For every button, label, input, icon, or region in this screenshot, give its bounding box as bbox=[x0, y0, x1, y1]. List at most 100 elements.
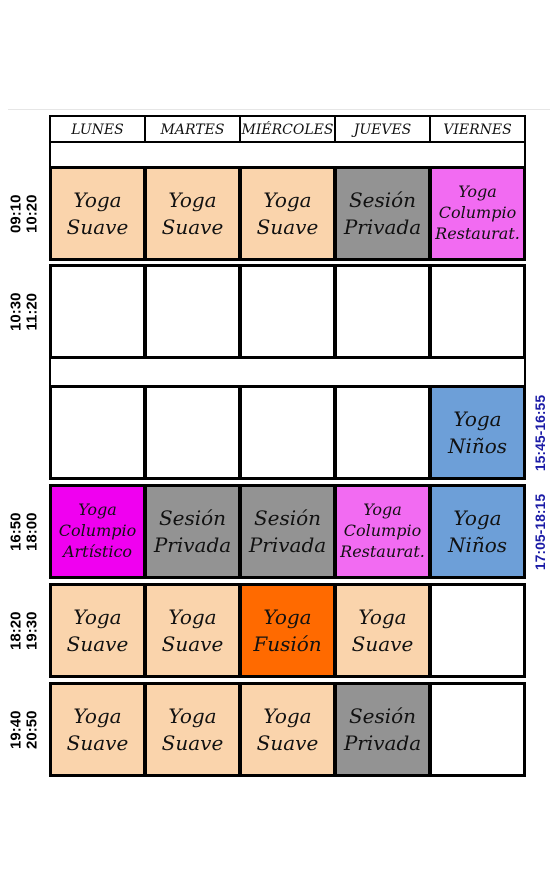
class-name-line: Yoga bbox=[168, 703, 217, 728]
class-name-line: Artístico bbox=[62, 541, 133, 561]
class-name-line: Sesión bbox=[348, 703, 417, 728]
class-name-line: Restaurat. bbox=[340, 541, 425, 561]
day-header: MIÉRCOLES bbox=[239, 115, 336, 144]
class-name-line: Privada bbox=[343, 730, 422, 755]
time-end: 11:20 bbox=[23, 292, 40, 331]
time-start: 19:40 bbox=[7, 710, 25, 749]
empty-cell bbox=[429, 264, 526, 359]
spacer-row bbox=[49, 141, 526, 169]
top-divider bbox=[8, 109, 550, 110]
class-name-line: Yoga bbox=[168, 187, 217, 212]
day-header: VIERNES bbox=[429, 115, 526, 144]
class-name-line: Yoga bbox=[78, 500, 117, 520]
time-start: 18:20 bbox=[7, 611, 25, 650]
class-name-line: Yoga bbox=[453, 406, 502, 431]
class-name-line: Sesión bbox=[158, 505, 227, 530]
class-name-line: Yoga bbox=[263, 703, 312, 728]
class-name-line: Yoga bbox=[358, 604, 407, 629]
empty-cell bbox=[239, 264, 336, 359]
class-name-line: Suave bbox=[66, 730, 129, 755]
time-end: 20:50 bbox=[23, 710, 40, 749]
class-name-line: Privada bbox=[153, 532, 232, 557]
time-start: 16:50 bbox=[7, 512, 25, 551]
class-name-line: Niños bbox=[447, 433, 508, 458]
class-name-line: Yoga bbox=[263, 187, 312, 212]
day-header: JUEVES bbox=[334, 115, 431, 144]
class-name-line: Fusión bbox=[253, 631, 322, 656]
time-end: 18:00 bbox=[23, 512, 40, 551]
class-name-line: Restaurat. bbox=[435, 223, 520, 243]
empty-cell bbox=[144, 385, 241, 480]
time-start: 10:30 bbox=[7, 292, 25, 331]
day-header: LUNES bbox=[49, 115, 146, 144]
empty-cell bbox=[429, 682, 526, 777]
class-name-line: Suave bbox=[161, 631, 224, 656]
class-name-line: Sesión bbox=[253, 505, 322, 530]
time-end: 19:30 bbox=[23, 611, 40, 650]
spacer-row bbox=[49, 355, 526, 388]
side-time-label: 17:05-18:15 bbox=[532, 493, 548, 570]
empty-cell bbox=[334, 264, 431, 359]
class-name-line: Niños bbox=[447, 532, 508, 557]
side-time-label: 15:45-16:55 bbox=[532, 394, 548, 471]
class-name-line: Yoga bbox=[458, 182, 497, 202]
class-name-line: Privada bbox=[248, 532, 327, 557]
class-name-line: Yoga bbox=[263, 604, 312, 629]
class-name-line: Yoga bbox=[73, 604, 122, 629]
class-name-line: Yoga bbox=[363, 500, 402, 520]
class-name-line: Suave bbox=[66, 631, 129, 656]
class-name-line: Suave bbox=[256, 730, 319, 755]
empty-cell bbox=[239, 385, 336, 480]
empty-cell bbox=[334, 385, 431, 480]
class-name-line: Columpio bbox=[58, 521, 137, 541]
class-name-line: Yoga bbox=[73, 703, 122, 728]
class-name-line: Suave bbox=[66, 214, 129, 239]
class-name-line: Columpio bbox=[343, 521, 422, 541]
day-header: MARTES bbox=[144, 115, 241, 144]
class-name-line: Suave bbox=[256, 214, 319, 239]
time-end: 10:20 bbox=[23, 194, 40, 233]
class-name-line: Suave bbox=[161, 730, 224, 755]
empty-cell bbox=[144, 264, 241, 359]
class-name-line: Privada bbox=[343, 214, 422, 239]
empty-cell bbox=[49, 385, 146, 480]
class-name-line: Columpio bbox=[438, 203, 517, 223]
